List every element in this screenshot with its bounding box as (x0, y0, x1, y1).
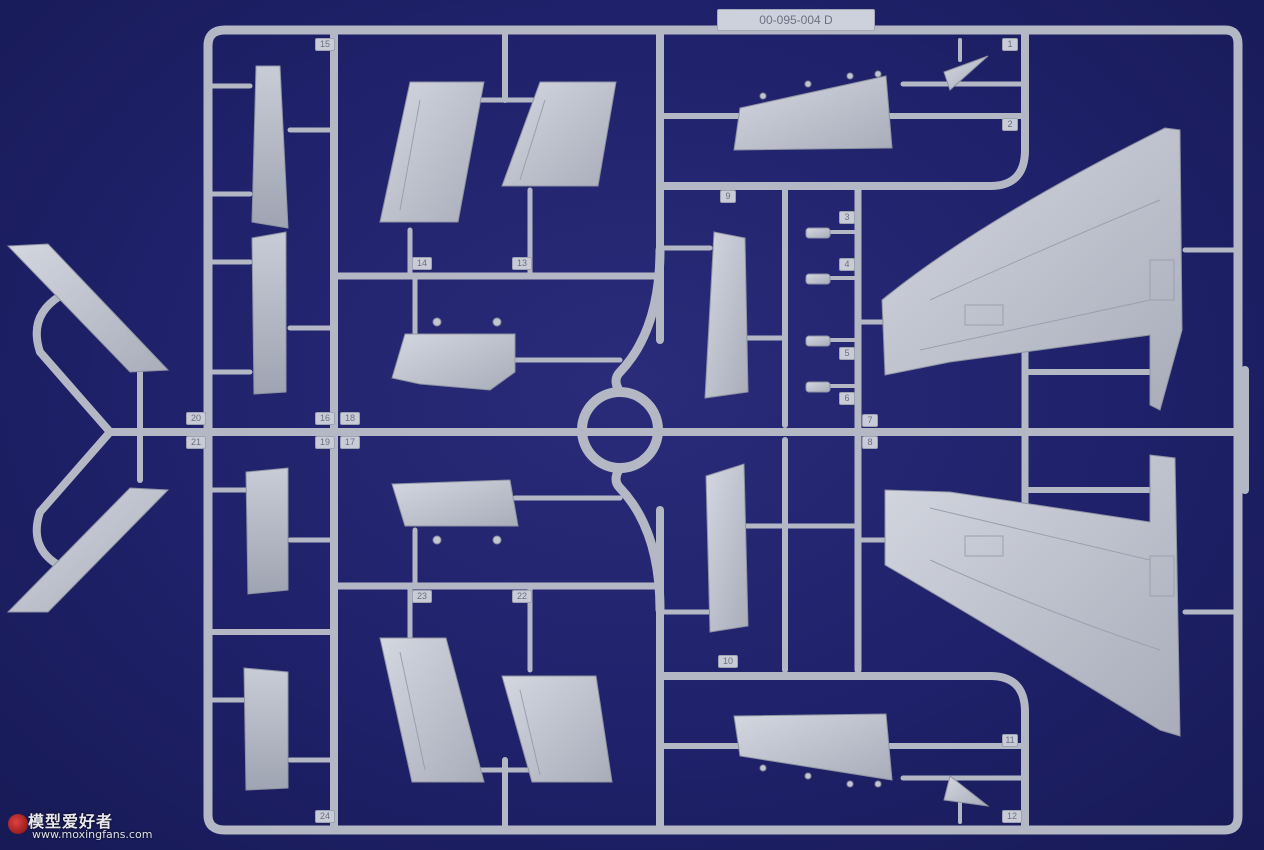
part-11 (733, 713, 893, 781)
part-left-upper (6, 243, 170, 373)
part-number-tag: 7 (862, 414, 878, 427)
part-number-tag: 3 (839, 211, 855, 224)
part-number-tag: 20 (186, 412, 206, 425)
part-22 (501, 675, 613, 783)
part-strip-15 (251, 65, 289, 229)
part-number-tag: 21 (186, 436, 206, 449)
part-number-tag: 23 (412, 590, 432, 603)
part-number-tag: 22 (512, 590, 532, 603)
part-number-tag: 5 (839, 347, 855, 360)
part-number-tag: 12 (1002, 810, 1022, 823)
part-2 (733, 75, 893, 151)
watermark-url: www.moxingfans.com (32, 828, 153, 841)
part-12 (943, 775, 990, 807)
part-1 (943, 55, 989, 91)
part-center-top (391, 333, 516, 391)
part-center-bot (391, 479, 519, 527)
part-number-tag: 17 (340, 436, 360, 449)
part-number-tag: 14 (412, 257, 432, 270)
part-left-lower (6, 487, 170, 613)
watermark: 模型爱好者 www.moxingfans.com (6, 806, 178, 844)
part-3 (805, 227, 831, 239)
part-number-tag: 4 (839, 258, 855, 271)
part-strip-a (251, 231, 287, 395)
part-5 (805, 335, 831, 347)
part-number-tag: 15 (315, 38, 335, 51)
part-number-tag: 19 (315, 436, 335, 449)
part-10 (705, 463, 749, 633)
part-number-tag: 9 (720, 190, 736, 203)
part-wing-lower (884, 454, 1181, 737)
part-number-tag: 8 (862, 436, 878, 449)
part-wing-upper (881, 127, 1183, 411)
panel-lines (399, 99, 1175, 776)
part-number-tag: 2 (1002, 118, 1018, 131)
part-number-tag: 13 (512, 257, 532, 270)
part-strip-24 (243, 667, 289, 791)
kit-parts (6, 55, 1183, 807)
sprue-frame (32, 25, 1249, 835)
part-strip-b (245, 467, 289, 595)
watermark-brand: 模型爱好者 (28, 812, 114, 831)
part-number-tag: 1 (1002, 38, 1018, 51)
part-number-tag: 18 (340, 412, 360, 425)
part-number-tag: 16 (315, 412, 335, 425)
part-6 (805, 381, 831, 393)
part-23 (379, 637, 485, 783)
part-number-tag: 24 (315, 810, 335, 823)
part-13 (501, 81, 617, 187)
part-4 (805, 273, 831, 285)
part-number-tag: 6 (839, 392, 855, 405)
sprue-code-plate: 00-095-004 D (717, 9, 875, 31)
locator-pins (432, 70, 882, 788)
part-14 (379, 81, 485, 223)
part-number-tag: 11 (1002, 734, 1018, 747)
watermark-logo-icon (8, 814, 28, 834)
part-9 (704, 231, 749, 399)
part-number-tag: 10 (718, 655, 738, 668)
